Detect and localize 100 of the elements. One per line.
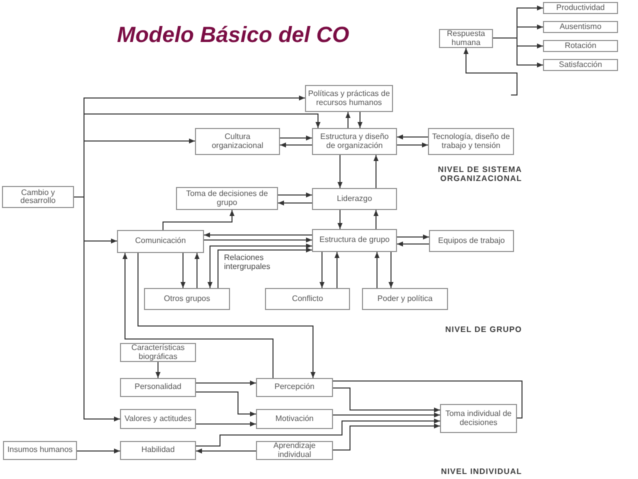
arrow <box>374 210 378 230</box>
arrow <box>396 234 430 240</box>
arrow <box>346 112 350 128</box>
arrow <box>74 196 120 422</box>
process-box <box>195 128 280 155</box>
annotation-text: Relaciones intergrupales <box>224 254 272 271</box>
process-box <box>362 288 448 310</box>
node-label: Tecnología, diseño de trabajo y tensión <box>431 133 511 150</box>
arrow <box>180 252 186 288</box>
node-label: Estructura y diseño de organización <box>319 133 390 150</box>
node-label: Respuesta humana <box>446 30 486 47</box>
process-box <box>543 40 618 52</box>
process-box <box>120 343 196 362</box>
process-box <box>312 188 397 210</box>
node-label: Características biográficas <box>130 344 186 361</box>
process-box <box>428 128 514 155</box>
process-box <box>176 187 278 210</box>
arrow <box>278 200 312 206</box>
arrow <box>396 134 428 140</box>
process-box <box>120 409 196 429</box>
node-label: Equipos de trabajo <box>438 236 505 246</box>
node-label: Percepción <box>274 383 315 392</box>
arrow <box>280 136 312 140</box>
arrow <box>338 154 342 188</box>
arrow <box>194 252 200 288</box>
arrow <box>396 142 428 148</box>
process-box <box>2 186 74 208</box>
arrow <box>208 244 312 288</box>
arrow <box>156 362 160 378</box>
process-box <box>429 230 514 252</box>
process-box <box>3 441 77 460</box>
arrow <box>196 448 256 454</box>
node-label: Estructura de grupo <box>319 236 390 245</box>
process-box <box>439 29 493 48</box>
level-label: NIVEL DE SISTEMA ORGANIZACIONAL <box>436 165 522 183</box>
node-label: Toma de decisiones de grupo <box>185 190 269 207</box>
arrow <box>338 210 342 230</box>
node-label: Ausentismo <box>560 22 602 32</box>
node-label: Rotación <box>564 42 596 50</box>
arrow <box>204 232 312 238</box>
node-label: Insumos humanos <box>7 446 73 455</box>
process-box <box>144 288 230 310</box>
node-label: Poder y política <box>377 294 433 304</box>
level-label: NIVEL DE GRUPO <box>445 325 522 334</box>
arrow <box>320 252 324 288</box>
node-label: Toma individual de decisiones <box>444 410 513 427</box>
node-label: Motivación <box>275 414 314 424</box>
arrow <box>388 252 394 288</box>
node-label: Cambio y desarrollo <box>19 188 57 206</box>
arrow <box>396 242 430 246</box>
node-label: Personalidad <box>134 383 182 392</box>
node-label: Otros grupos <box>164 294 210 304</box>
arrow <box>218 248 312 288</box>
process-box <box>256 441 333 460</box>
arrow <box>492 38 544 68</box>
connector-line <box>332 380 522 418</box>
arrow <box>122 252 274 378</box>
arrow <box>162 210 234 230</box>
process-box <box>256 378 333 397</box>
node-label: Satisfacción <box>558 60 602 70</box>
diagram-title: Modelo Básico del CO <box>117 22 350 48</box>
node-label: Políticas y prácticas de recursos humanos <box>308 90 390 107</box>
arrow <box>334 252 340 288</box>
process-box <box>256 409 333 429</box>
process-box <box>120 378 196 397</box>
arrow <box>374 252 380 288</box>
process-box <box>117 230 204 253</box>
arrow <box>332 388 440 412</box>
process-box <box>120 441 196 460</box>
process-box <box>265 288 350 310</box>
arrow <box>332 412 440 418</box>
arrow <box>464 48 518 96</box>
arrow <box>278 192 312 198</box>
arrow <box>196 392 256 416</box>
process-box <box>543 21 618 33</box>
process-box <box>305 85 393 112</box>
node-label: Cultura organizacional <box>210 133 264 150</box>
process-box <box>312 128 397 155</box>
node-label: Comunicación <box>135 237 186 246</box>
node-label: Liderazgo <box>336 194 372 204</box>
process-box <box>543 59 618 71</box>
node-label: Aprendizaje individual <box>272 442 317 459</box>
arrow <box>138 252 316 378</box>
node-label: Conflicto <box>292 294 324 304</box>
arrow <box>280 142 312 148</box>
process-box <box>440 404 517 433</box>
process-box <box>543 2 618 14</box>
node-label: Habilidad <box>141 446 175 455</box>
arrow <box>196 422 256 426</box>
level-label: NIVEL INDIVIDUAL <box>440 467 522 476</box>
arrow <box>196 418 440 446</box>
arrow <box>332 424 440 450</box>
process-box <box>312 229 397 252</box>
node-label: Productividad <box>556 4 605 12</box>
arrow <box>204 238 312 242</box>
arrow <box>374 154 378 188</box>
arrow <box>358 112 362 128</box>
arrow <box>196 380 256 386</box>
arrow <box>76 448 120 454</box>
node-label: Valores y actitudes <box>124 414 192 424</box>
